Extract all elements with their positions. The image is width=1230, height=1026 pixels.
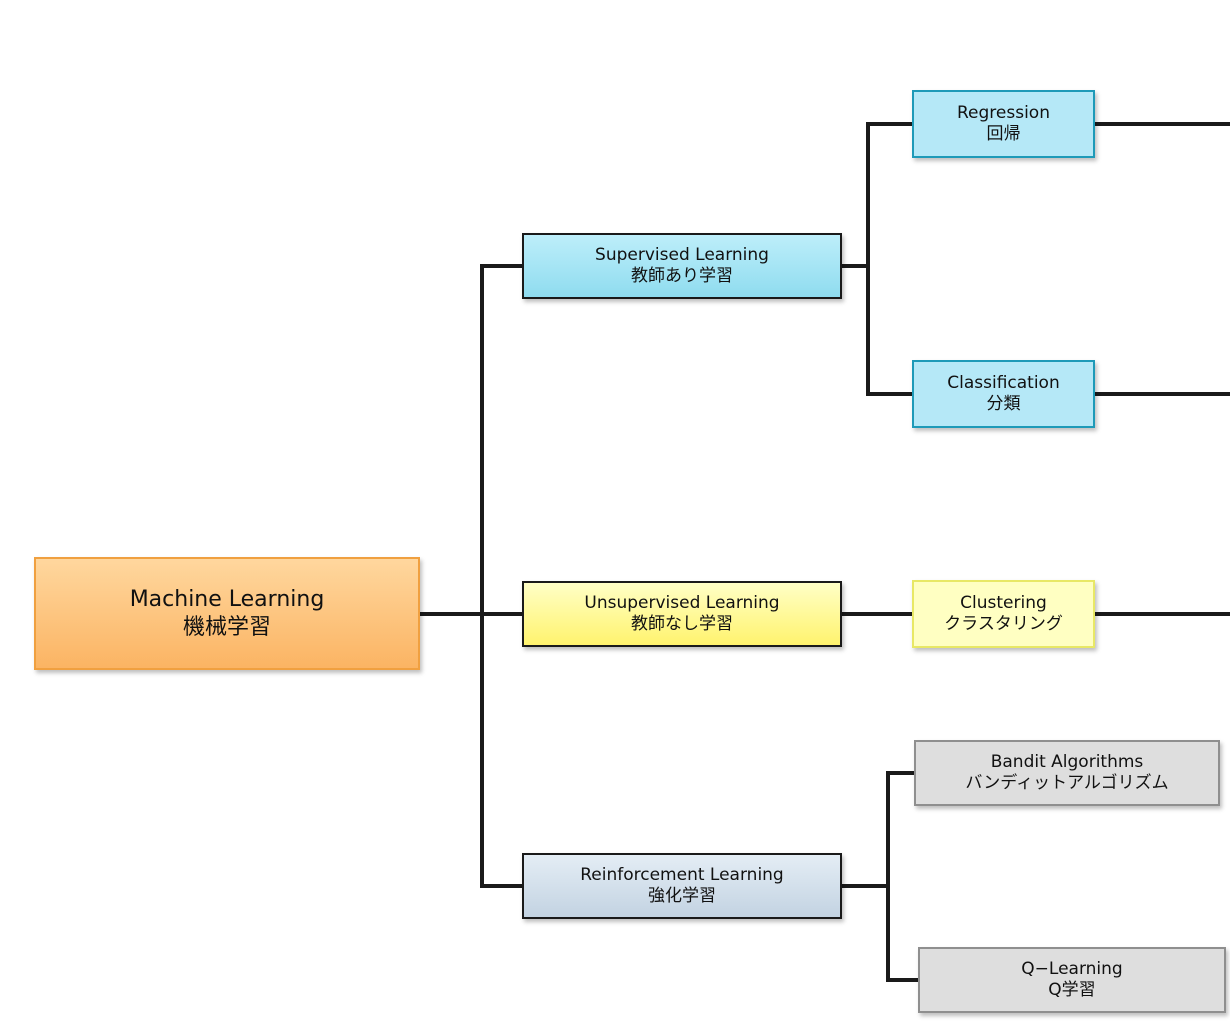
node-label-ja: 教師なし学習 <box>631 614 733 634</box>
node-label-en: Clustering <box>960 592 1047 613</box>
node-label-en: Regression <box>957 102 1050 123</box>
node-machine-learning: Machine Learning 機械学習 <box>34 557 420 670</box>
node-label-ja: 教師あり学習 <box>631 266 733 286</box>
node-label-ja: クラスタリング <box>944 614 1063 634</box>
node-label-en: Bandit Algorithms <box>990 751 1144 772</box>
node-label-en: Supervised Learning <box>595 244 769 265</box>
node-label-ja: 分類 <box>986 394 1021 414</box>
node-clustering: Clustering クラスタリング <box>912 580 1095 648</box>
node-label-ja: Q学習 <box>1048 980 1096 1000</box>
node-label-en: Q−Learning <box>1021 958 1123 979</box>
node-label-ja: 回帰 <box>986 124 1021 144</box>
node-label-en: Unsupervised Learning <box>584 592 780 613</box>
node-label-en: Classification <box>947 372 1060 393</box>
node-supervised-learning: Supervised Learning 教師あり学習 <box>522 233 842 299</box>
node-label-ja: 強化学習 <box>648 886 716 906</box>
node-q-learning: Q−Learning Q学習 <box>918 947 1226 1013</box>
node-label-en: Machine Learning <box>129 587 325 612</box>
node-regression: Regression 回帰 <box>912 90 1095 158</box>
node-label-ja: 機械学習 <box>182 614 271 640</box>
node-unsupervised-learning: Unsupervised Learning 教師なし学習 <box>522 581 842 647</box>
node-label-ja: バンディットアルゴリズム <box>965 773 1169 793</box>
node-bandit-algorithms: Bandit Algorithms バンディットアルゴリズム <box>914 740 1220 806</box>
node-reinforcement-learning: Reinforcement Learning 強化学習 <box>522 853 842 919</box>
node-label-en: Reinforcement Learning <box>580 864 784 885</box>
node-classification: Classification 分類 <box>912 360 1095 428</box>
